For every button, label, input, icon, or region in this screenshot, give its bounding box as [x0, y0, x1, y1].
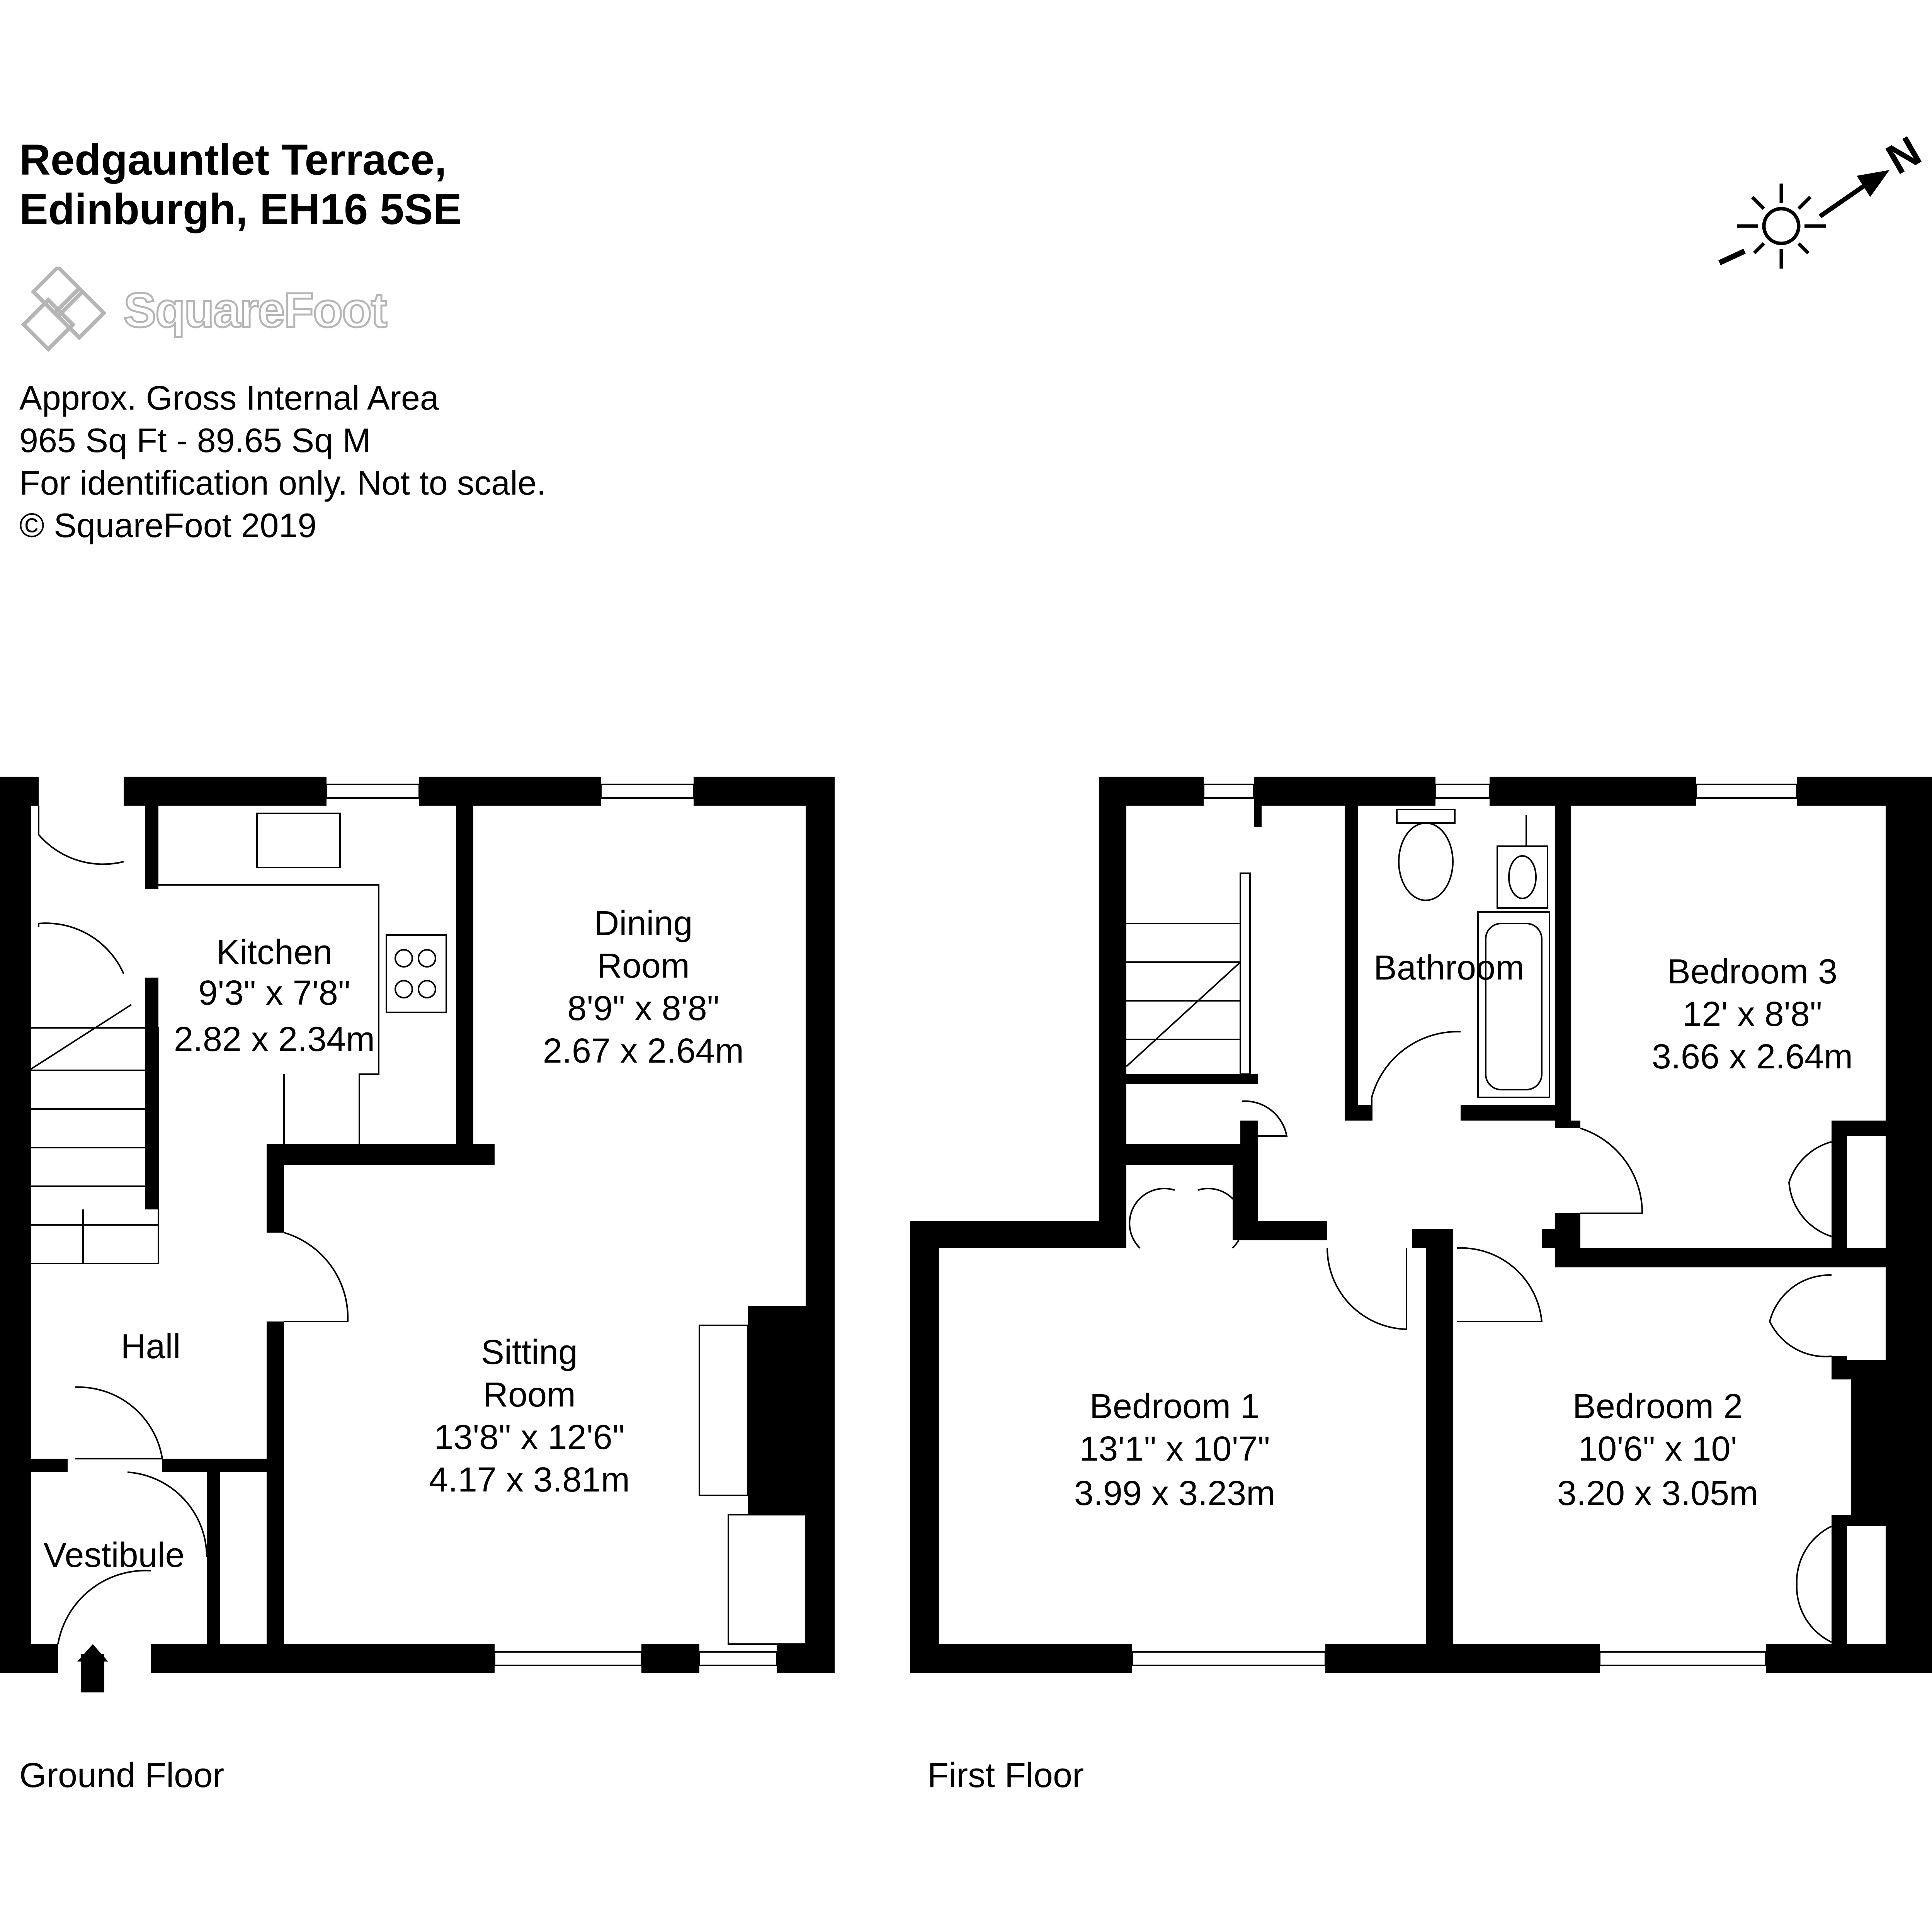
- north-arrow-icon: [1818, 170, 1889, 218]
- sitting-metric: 4.17 x 3.81m: [429, 1461, 630, 1499]
- sitting-imperial: 13'8" x 12'6": [434, 1418, 625, 1457]
- info-line-3: For identification only. Not to scale.: [19, 464, 546, 502]
- bathroom-name: Bathroom: [1374, 949, 1524, 987]
- hall-name: Hall: [121, 1327, 180, 1366]
- bedroom3-name: Bedroom 3: [1667, 952, 1837, 991]
- address-line-2: Edinburgh, EH16 5SE: [19, 185, 462, 233]
- ground-floor-label: Ground Floor: [19, 1756, 224, 1795]
- vestibule-name: Vestibule: [43, 1536, 184, 1575]
- info-line-1: Approx. Gross Internal Area: [19, 379, 439, 417]
- kitchen-name: Kitchen: [216, 933, 332, 972]
- kitchen-imperial: 9'3" x 7'8": [198, 974, 350, 1012]
- bedroom1-name: Bedroom 1: [1090, 1387, 1260, 1426]
- dining-imperial: 8'9" x 8'8": [567, 989, 719, 1028]
- first-floor-plan: [910, 777, 1932, 1673]
- sun-icon: [1718, 184, 1826, 269]
- info-line-2: 965 Sq Ft - 89.65 Sq M: [19, 421, 371, 459]
- bedroom2-imperial: 10'6" x 10': [1578, 1430, 1737, 1468]
- dining-metric: 2.67 x 2.64m: [543, 1032, 744, 1070]
- squarefoot-logo: SquareFoot: [19, 264, 406, 359]
- compass: N: [1708, 127, 1932, 282]
- bedroom3-metric: 3.66 x 2.64m: [1652, 1037, 1853, 1076]
- sitting-name-2: Room: [483, 1376, 576, 1414]
- bedroom1-metric: 3.99 x 3.23m: [1074, 1474, 1275, 1513]
- sitting-name-1: Sitting: [481, 1333, 578, 1372]
- property-address: Redgauntlet Terrace, Edinburgh, EH16 5SE: [19, 135, 462, 234]
- info-line-4: © SquareFoot 2019: [19, 506, 317, 544]
- brand-name: SquareFoot: [122, 282, 388, 338]
- kitchen-metric: 2.82 x 2.34m: [174, 1020, 375, 1059]
- first-floor-label: First Floor: [927, 1756, 1084, 1795]
- bedroom2-name: Bedroom 2: [1573, 1387, 1743, 1426]
- bedroom3-imperial: 12' x 8'8": [1682, 995, 1822, 1034]
- squarefoot-diamond-icon: [21, 264, 107, 352]
- address-line-1: Redgauntlet Terrace,: [19, 136, 447, 184]
- bedroom2-metric: 3.20 x 3.05m: [1557, 1474, 1758, 1513]
- dining-name-2: Room: [597, 947, 690, 985]
- ground-floor-plan: [0, 777, 835, 1692]
- dining-name-1: Dining: [594, 904, 692, 943]
- bedroom1-imperial: 13'1" x 10'7": [1079, 1430, 1270, 1468]
- area-info: Approx. Gross Internal Area 965 Sq Ft - …: [19, 377, 546, 547]
